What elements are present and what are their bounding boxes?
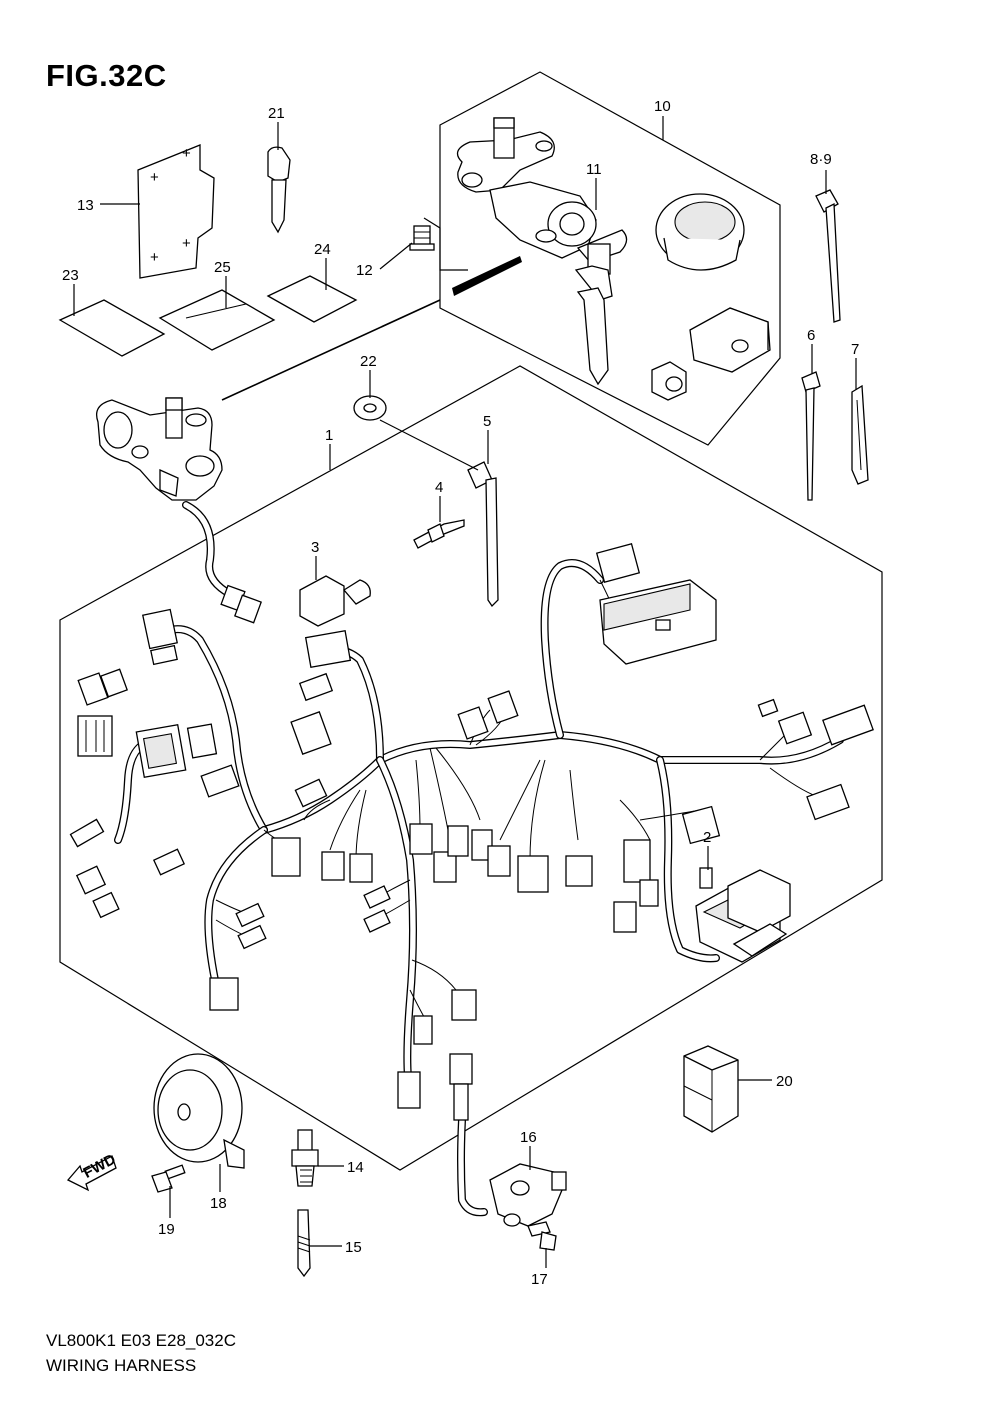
svg-text:+: + — [150, 249, 159, 266]
label-sheets — [58, 275, 358, 357]
callout-18: 18 — [210, 1195, 227, 1212]
callout-17: 17 — [531, 1271, 548, 1288]
cable-tie-5 — [467, 461, 499, 608]
bolt-17 — [527, 1221, 557, 1251]
callout-8-9: 8·9 — [810, 151, 832, 168]
callout-1: 1 — [325, 427, 333, 444]
callout-11: 11 — [586, 161, 602, 178]
cable-tie-8-9 — [815, 189, 841, 323]
figure-name: WIRING HARNESS — [46, 1356, 197, 1375]
figure-title: FIG.32C — [46, 58, 167, 93]
key-blank — [267, 146, 291, 234]
svg-text:+: + — [150, 169, 159, 186]
speed-sensor — [489, 1163, 567, 1227]
ignition-switch-assembly — [95, 397, 223, 501]
callout-14: 14 — [347, 1159, 364, 1176]
fuse-box — [695, 869, 791, 963]
fuel-cap-lock — [655, 193, 745, 271]
lock-cylinder — [651, 361, 687, 401]
projection-line — [221, 299, 441, 401]
horn — [153, 1053, 245, 1169]
callout-20: 20 — [776, 1073, 793, 1090]
sensor-probe — [297, 1209, 311, 1278]
bracket-plate: + + + + — [137, 144, 215, 279]
harness-connectors — [69, 543, 874, 1109]
ignition-set-outline — [439, 71, 781, 446]
bolt-19 — [151, 1164, 186, 1193]
ignition-key — [574, 229, 628, 386]
seat-lock — [689, 307, 771, 373]
svg-text:+: + — [182, 235, 191, 252]
callout-19: 19 — [158, 1221, 175, 1238]
neutral-switch — [291, 1129, 319, 1187]
callout-labels: 1 2 3 4 5 6 7 8·9 10 11 12 13 14 15 16 1… — [62, 98, 859, 1288]
callout-16: 16 — [520, 1129, 537, 1146]
fuse-2 — [699, 867, 713, 889]
callout-21: 21 — [268, 105, 285, 122]
forward-arrow-icon: FWD — [66, 1151, 119, 1192]
bolt-12 — [409, 225, 435, 251]
sensor-lead-connector — [449, 1053, 473, 1121]
callout-22: 22 — [360, 353, 377, 370]
callout-24: 24 — [314, 241, 331, 258]
callout-3: 3 — [311, 539, 319, 556]
callout-5: 5 — [483, 413, 491, 430]
harness-group-outline — [59, 365, 883, 1171]
clip-4 — [413, 519, 465, 549]
callout-6: 6 — [807, 327, 815, 344]
clamp-7 — [851, 384, 869, 485]
projection-bar — [452, 256, 522, 296]
callout-25: 25 — [214, 259, 231, 276]
callout-12: 12 — [356, 262, 373, 279]
callout-4: 4 — [435, 479, 443, 496]
callout-7: 7 — [851, 341, 859, 358]
callout-10: 10 — [654, 98, 671, 115]
svg-text:+: + — [182, 145, 191, 162]
callout-13: 13 — [77, 197, 94, 214]
ignition-lead-connector — [220, 584, 262, 624]
leader-lines — [73, 116, 857, 1268]
callout-15: 15 — [345, 1239, 362, 1256]
washer-22 — [353, 395, 387, 421]
cable-tie-6 — [801, 371, 821, 501]
relay-20 — [683, 1045, 739, 1133]
callout-23: 23 — [62, 267, 79, 284]
ignition-switch-body — [456, 117, 597, 259]
figure-code: VL800K1 E03 E28_032C — [46, 1331, 236, 1350]
bracket-line — [423, 217, 468, 271]
connector-3 — [299, 575, 371, 627]
callout-2: 2 — [703, 829, 711, 846]
